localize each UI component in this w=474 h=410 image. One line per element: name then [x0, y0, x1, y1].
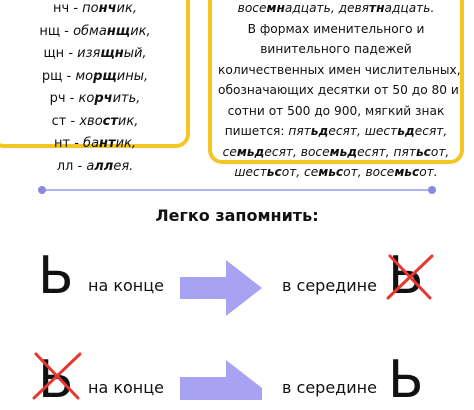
- section-divider: [40, 189, 434, 191]
- soft-sign-letter: Ь: [388, 350, 424, 410]
- list-item: рч - корчить,: [49, 91, 141, 106]
- cross-icon: [386, 254, 434, 300]
- soft-sign-letter: Ь: [38, 246, 74, 306]
- rule-line: шестьсот, семьсот, восемьсот.: [234, 165, 438, 179]
- rule-line: семьдесят, восемьдесят, пятьсот,: [222, 144, 450, 159]
- letter-pairs-list: нч - пончик, нщ - обманщик, щн - изящный…: [4, 0, 186, 178]
- list-item: рщ - морщины,: [41, 68, 149, 84]
- list-item: нщ - обманщик,: [39, 23, 151, 39]
- end-position-label: на конце: [88, 276, 164, 295]
- list-item: щн - изящный,: [43, 46, 147, 61]
- list-item: нт - бантик,: [54, 136, 136, 151]
- rule-line: количественных имен числительных,: [218, 62, 461, 77]
- rule-line: восемнадцать, девятнадцать.: [237, 1, 435, 15]
- arrow-right-icon: [180, 360, 262, 400]
- numerals-rule-text: восемнадцать, девятнадцать. В формах име…: [218, 0, 461, 183]
- rule-line: сотни от 500 до 900, мягкий знак: [227, 103, 445, 118]
- list-item: лл - аллея.: [56, 158, 134, 174]
- arrow-right-icon: [180, 260, 262, 316]
- rule-line: пишется: пятьдесят, шестьдесят,: [224, 124, 448, 138]
- rule-line: обозначающих десятки от 50 до 80 и: [218, 83, 459, 97]
- divider-dot: [38, 186, 46, 194]
- list-item: ст - хвостик,: [51, 113, 139, 129]
- middle-position-label: в середине: [282, 378, 377, 397]
- end-position-label: на конце: [88, 378, 164, 397]
- numerals-rule-card: восемнадцать, девятнадцать. В формах име…: [208, 0, 464, 179]
- middle-position-label: в середине: [282, 276, 377, 295]
- list-item: нч - пончик,: [53, 1, 137, 16]
- rule-line: винительного падежей: [260, 42, 412, 56]
- cross-icon: [32, 352, 82, 400]
- letter-pairs-card: нч - пончик, нщ - обманщик, щн - изящный…: [0, 0, 190, 174]
- section-title: Легко запомнить:: [155, 206, 319, 225]
- divider-dot: [428, 186, 436, 194]
- rule-line: В формах именительного и: [247, 21, 425, 36]
